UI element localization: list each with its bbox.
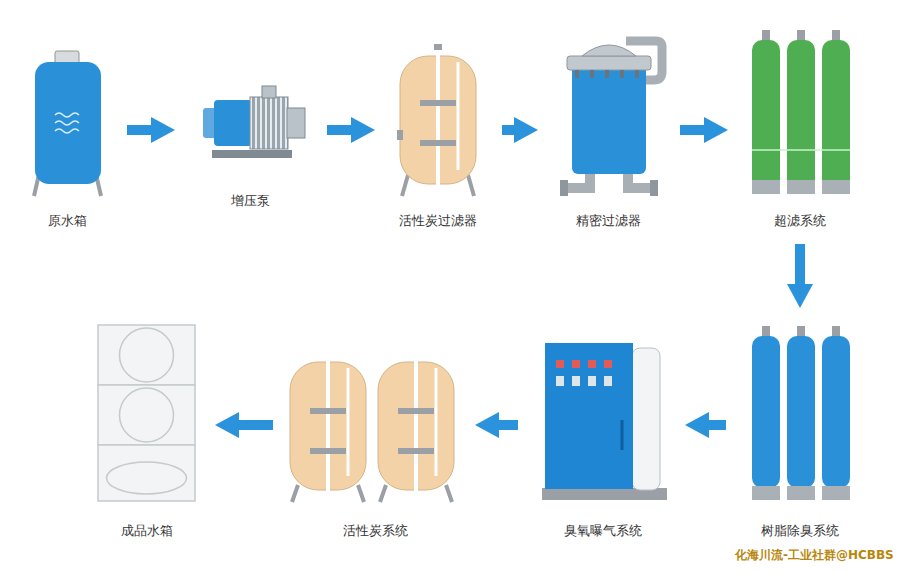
watermark: 化海川流-工业社群@HCBBS [735, 547, 894, 564]
flow-arrow [327, 125, 351, 135]
equipment-node: 活性炭过滤器 [385, 20, 490, 232]
equipment-label: 成品水箱 [88, 522, 205, 540]
precision-filter [560, 41, 662, 196]
equipment-label: 超滤系统 [738, 212, 862, 230]
equipment-label: 原水箱 [20, 212, 115, 230]
equipment-node: 树脂除臭系统 [738, 318, 862, 542]
equipment-label: 活性炭系统 [285, 522, 465, 540]
ozone-aeration-unit [542, 343, 667, 500]
equipment-node: 超滤系统 [738, 20, 862, 232]
carbon-filter [397, 42, 476, 196]
flow-arrow [795, 244, 805, 284]
flow-arrow [239, 420, 273, 430]
flow-arrow [709, 420, 726, 430]
flow-arrow [502, 125, 514, 135]
equipment-node: 精密过滤器 [548, 20, 668, 232]
equipment-label: 精密过滤器 [548, 212, 668, 230]
raw-water-tank [34, 51, 101, 196]
equipment-node: 臭氧曝气系统 [530, 318, 675, 542]
equipment-node: 活性炭系统 [285, 318, 465, 542]
resin-columns [752, 326, 850, 500]
ultrafiltration-columns [752, 30, 850, 194]
equipment-node: 原水箱 [20, 20, 115, 232]
equipment-label: 活性炭过滤器 [385, 212, 490, 230]
product-water-tank [98, 325, 195, 501]
booster-pump [203, 86, 305, 158]
flow-arrow [680, 125, 704, 135]
equipment-label: 臭氧曝气系统 [530, 522, 675, 540]
carbon-system [290, 350, 454, 502]
flow-arrow [127, 125, 151, 135]
equipment-node: 增压泵 [185, 20, 315, 212]
flow-arrow [499, 420, 518, 430]
equipment-node: 成品水箱 [88, 318, 205, 542]
equipment-label: 树脂除臭系统 [738, 522, 862, 540]
equipment-label: 增压泵 [185, 192, 315, 210]
